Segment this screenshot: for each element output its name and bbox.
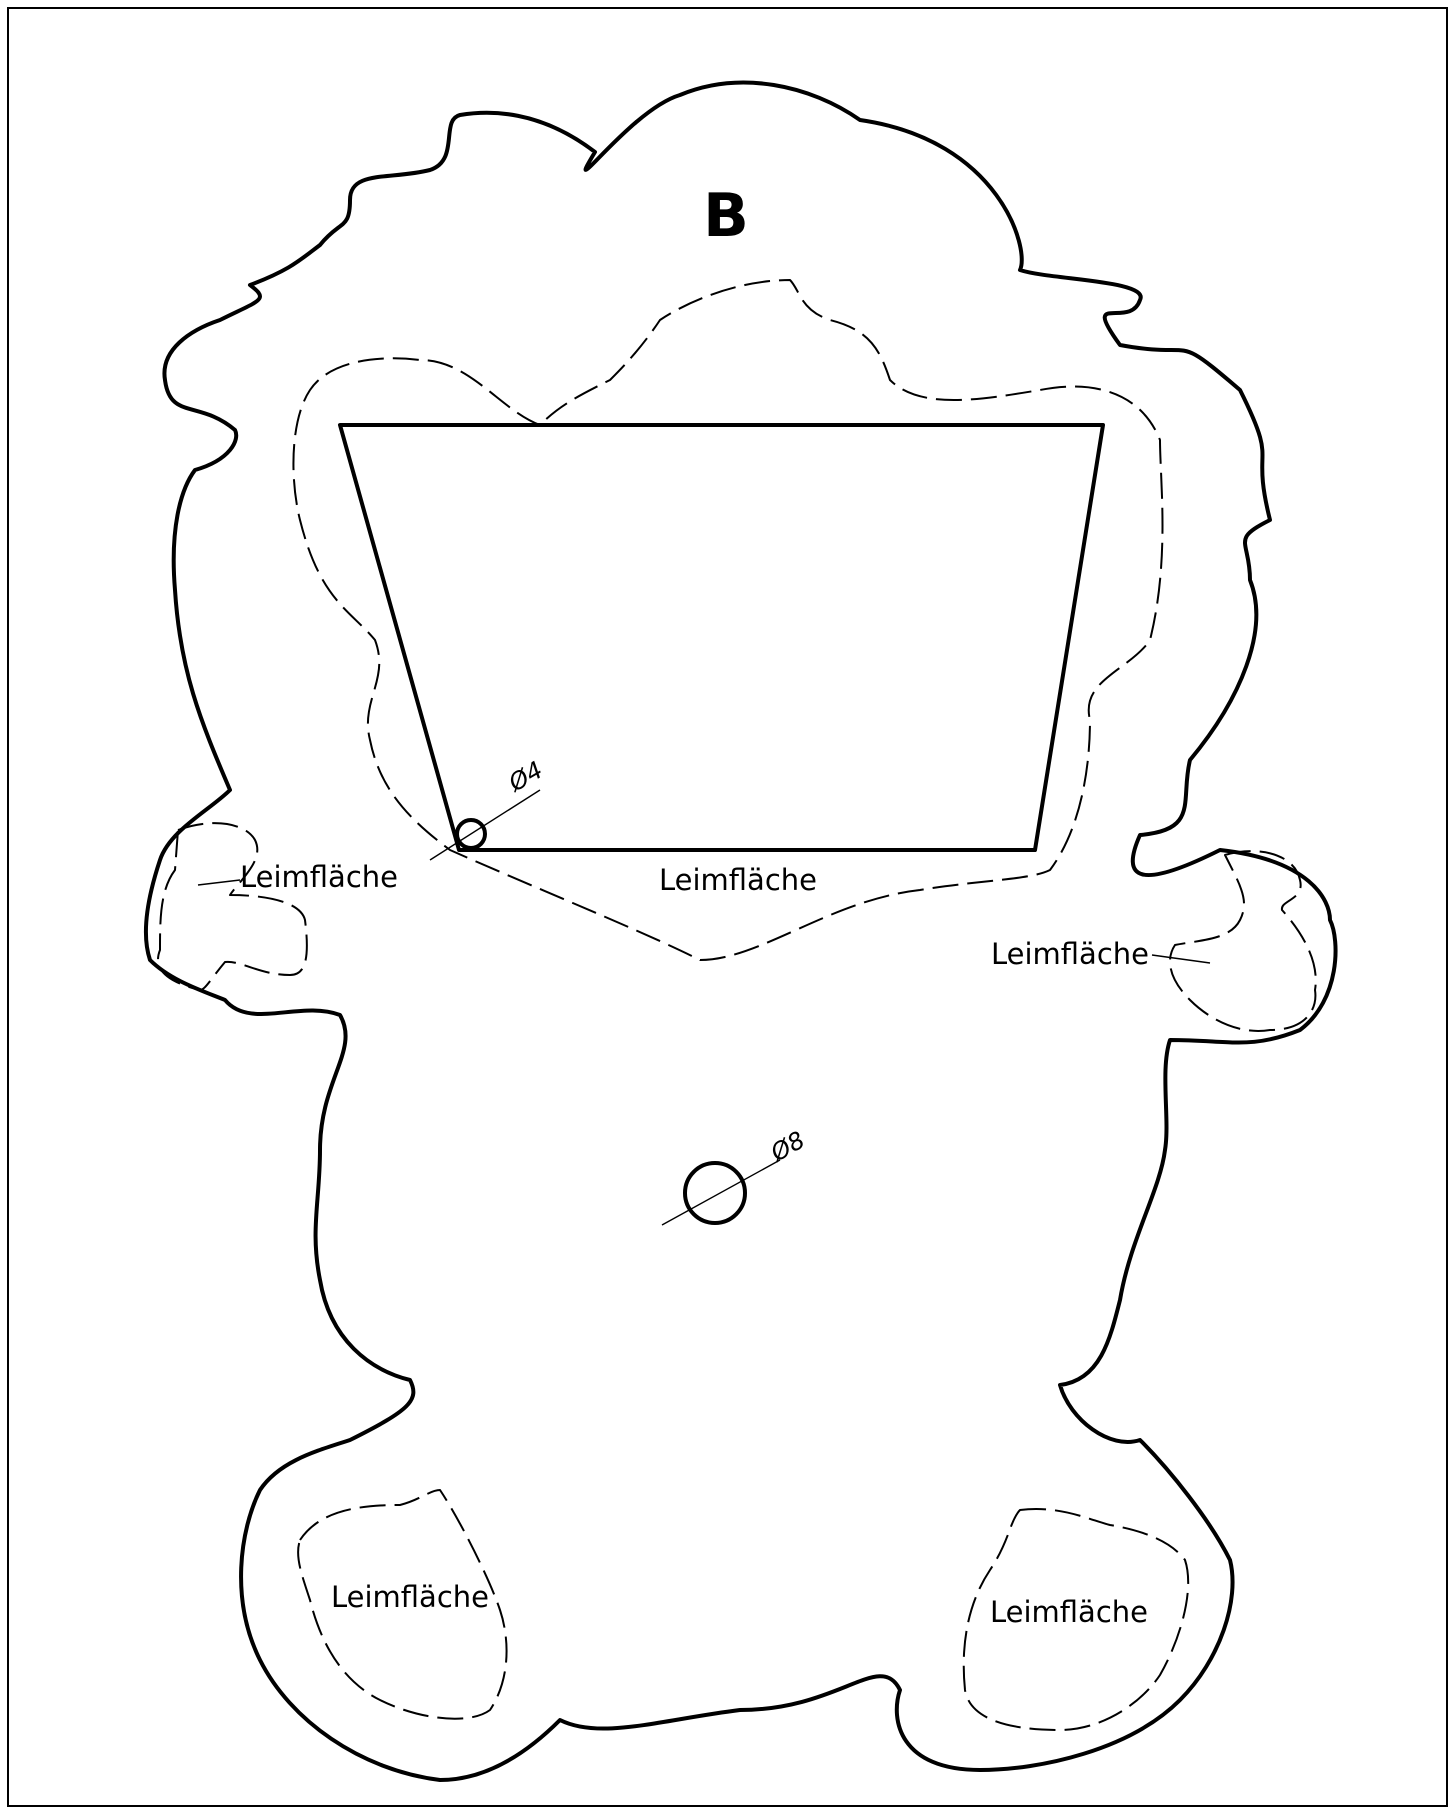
glue-label-center: Leimfläche <box>659 863 817 897</box>
glue-label-right-foot: Leimfläche <box>990 1595 1148 1629</box>
glue-outline-center <box>292 279 1164 961</box>
small-hole-label: Ø4 <box>503 756 547 798</box>
glue-outline-right-foot <box>962 1508 1190 1731</box>
large-hole-label: Ø8 <box>765 1126 809 1168</box>
window-cutout <box>338 423 1105 852</box>
large-hole <box>683 1161 747 1225</box>
sheet-border <box>7 7 1448 1807</box>
glue-label-left-foot: Leimfläche <box>331 1580 489 1614</box>
part-label: B <box>703 181 749 251</box>
glue-label-right-hand: Leimfläche <box>991 937 1149 971</box>
glue-outline-left-foot <box>297 1489 508 1720</box>
glue-leader-right-hand <box>1151 954 1211 964</box>
glue-leader-left-hand <box>197 879 241 886</box>
large-hole-leader <box>661 1159 781 1226</box>
small-hole <box>455 818 487 850</box>
figure-outline <box>143 80 1338 1782</box>
glue-outline-left-hand <box>157 822 308 991</box>
glue-outline-right-hand <box>1169 850 1317 1032</box>
glue-label-left-hand: Leimfläche <box>240 860 398 894</box>
small-hole-leader <box>429 789 541 861</box>
